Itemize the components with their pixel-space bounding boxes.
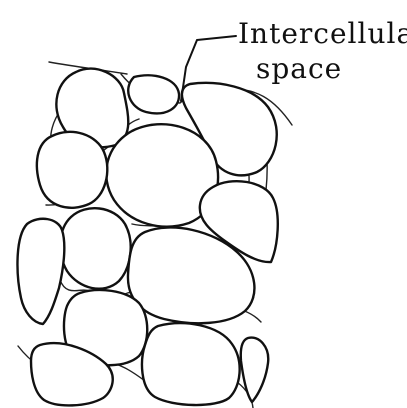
cell (17, 219, 64, 324)
cell (142, 323, 240, 405)
label-line-2: space (256, 52, 342, 85)
cell (37, 132, 107, 208)
cell (60, 208, 130, 289)
label-line-1: Intercellular (238, 17, 407, 50)
cell (241, 338, 268, 402)
cell (128, 75, 179, 113)
